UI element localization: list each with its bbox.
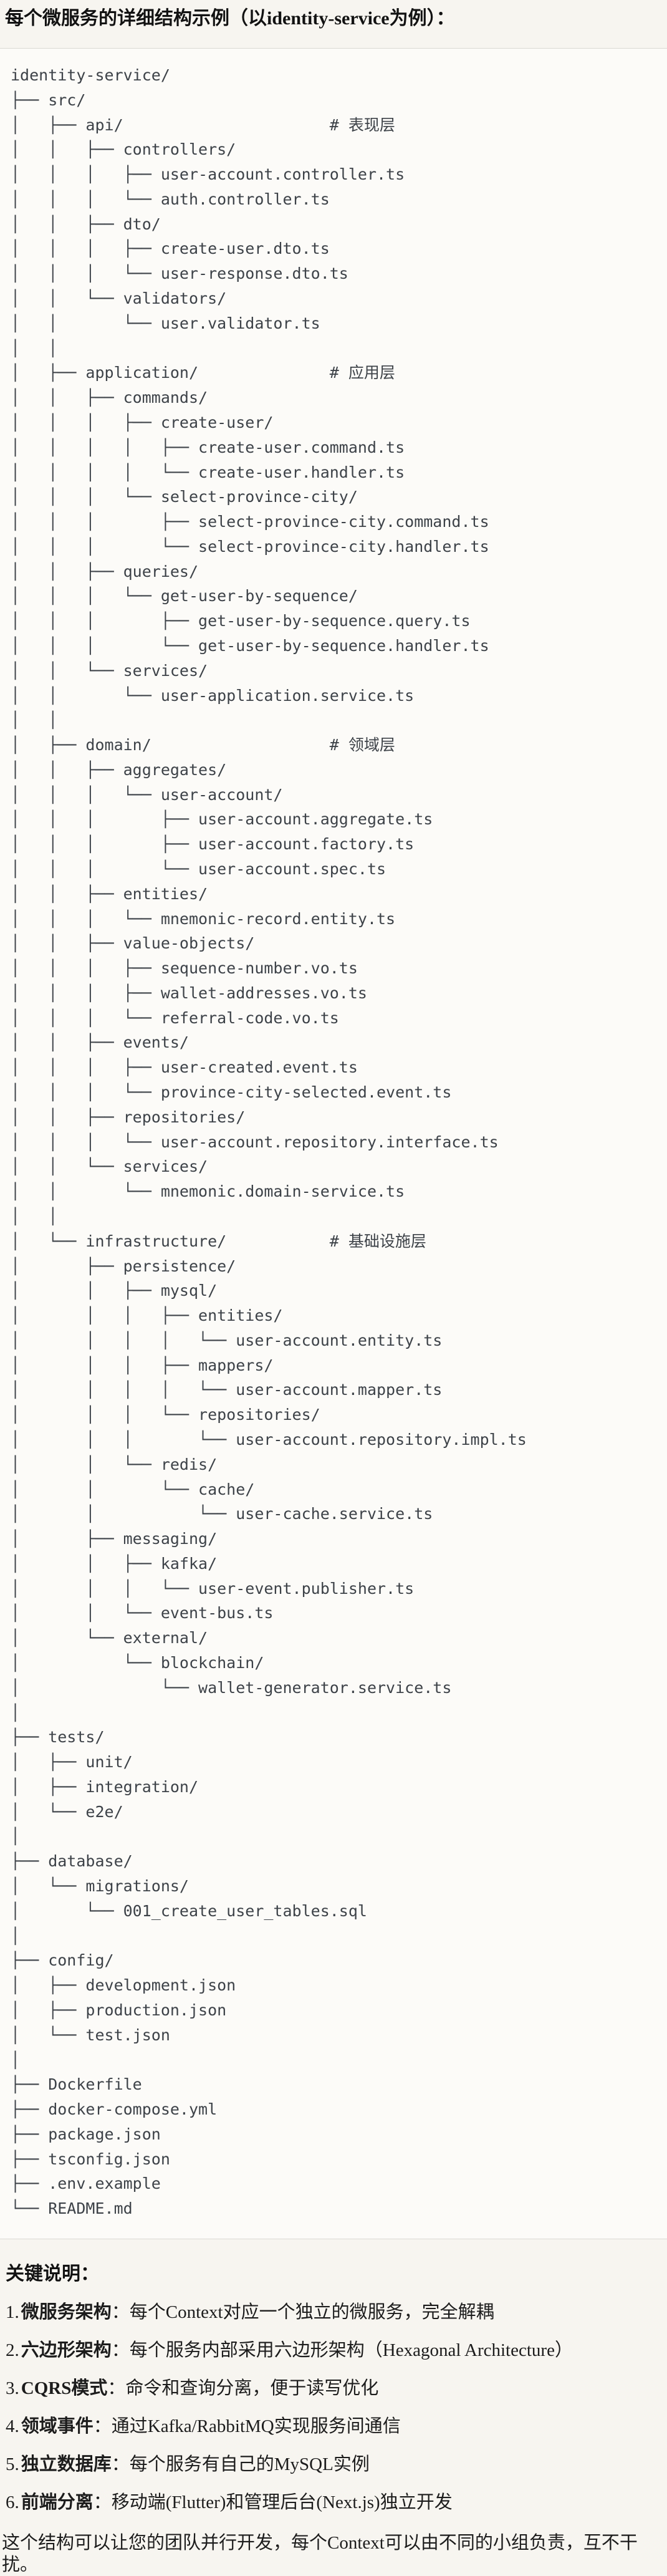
note-number: 4. [6, 2416, 19, 2436]
note-text: ：移动端(Flutter)和管理后台(Next.js)独立开发 [93, 2492, 453, 2512]
note-label: 领域事件 [21, 2416, 94, 2436]
page-title: 每个微服务的详细结构示例（以identity-service为例）： [5, 8, 455, 29]
notes-heading: 关键说明： [6, 2263, 99, 2284]
note-text: ：每个服务内部采用六边形架构（Hexagonal Architecture） [111, 2340, 573, 2360]
note-item-5: 5.独立数据库：每个服务有自己的MySQL实例 [6, 2454, 661, 2476]
note-label: 微服务架构 [21, 2302, 112, 2322]
note-item-4: 4.领域事件：通过Kafka/RabbitMQ实现服务间通信 [6, 2416, 661, 2438]
code-block: identity-service/ ├── src/ │ ├── api/ # … [0, 48, 667, 2239]
note-text: ：每个服务有自己的MySQL实例 [111, 2454, 370, 2474]
note-text: ：每个Context对应一个独立的微服务，完全解耦 [111, 2302, 494, 2322]
note-number: 5. [6, 2454, 19, 2474]
closing-paragraph: 这个结构可以让您的团队并行开发，每个Context可以由不同的小组负责，互不干扰… [2, 2532, 638, 2575]
note-label: 独立数据库 [21, 2454, 112, 2474]
note-item-2: 2.六边形架构：每个服务内部采用六边形架构（Hexagonal Architec… [6, 2340, 661, 2361]
note-text: ：命令和查询分离，便于读写优化 [107, 2378, 379, 2398]
note-number: 1. [6, 2302, 19, 2322]
note-label: CQRS模式 [21, 2378, 108, 2398]
note-item-6: 6.前端分离：移动端(Flutter)和管理后台(Next.js)独立开发 [6, 2492, 661, 2514]
note-text: ：通过Kafka/RabbitMQ实现服务间通信 [93, 2416, 401, 2436]
note-label: 前端分离 [21, 2492, 94, 2512]
note-number: 3. [6, 2378, 19, 2398]
note-item-1: 1.微服务架构：每个Context对应一个独立的微服务，完全解耦 [6, 2302, 661, 2323]
note-label: 六边形架构 [21, 2340, 112, 2360]
notes-section: 关键说明： 1.微服务架构：每个Context对应一个独立的微服务，完全解耦 2… [0, 2262, 667, 2576]
note-number: 6. [6, 2492, 19, 2512]
file-tree: identity-service/ ├── src/ │ ├── api/ # … [11, 66, 527, 2218]
note-item-3: 3.CQRS模式：命令和查询分离，便于读写优化 [6, 2378, 661, 2400]
note-number: 2. [6, 2340, 19, 2360]
